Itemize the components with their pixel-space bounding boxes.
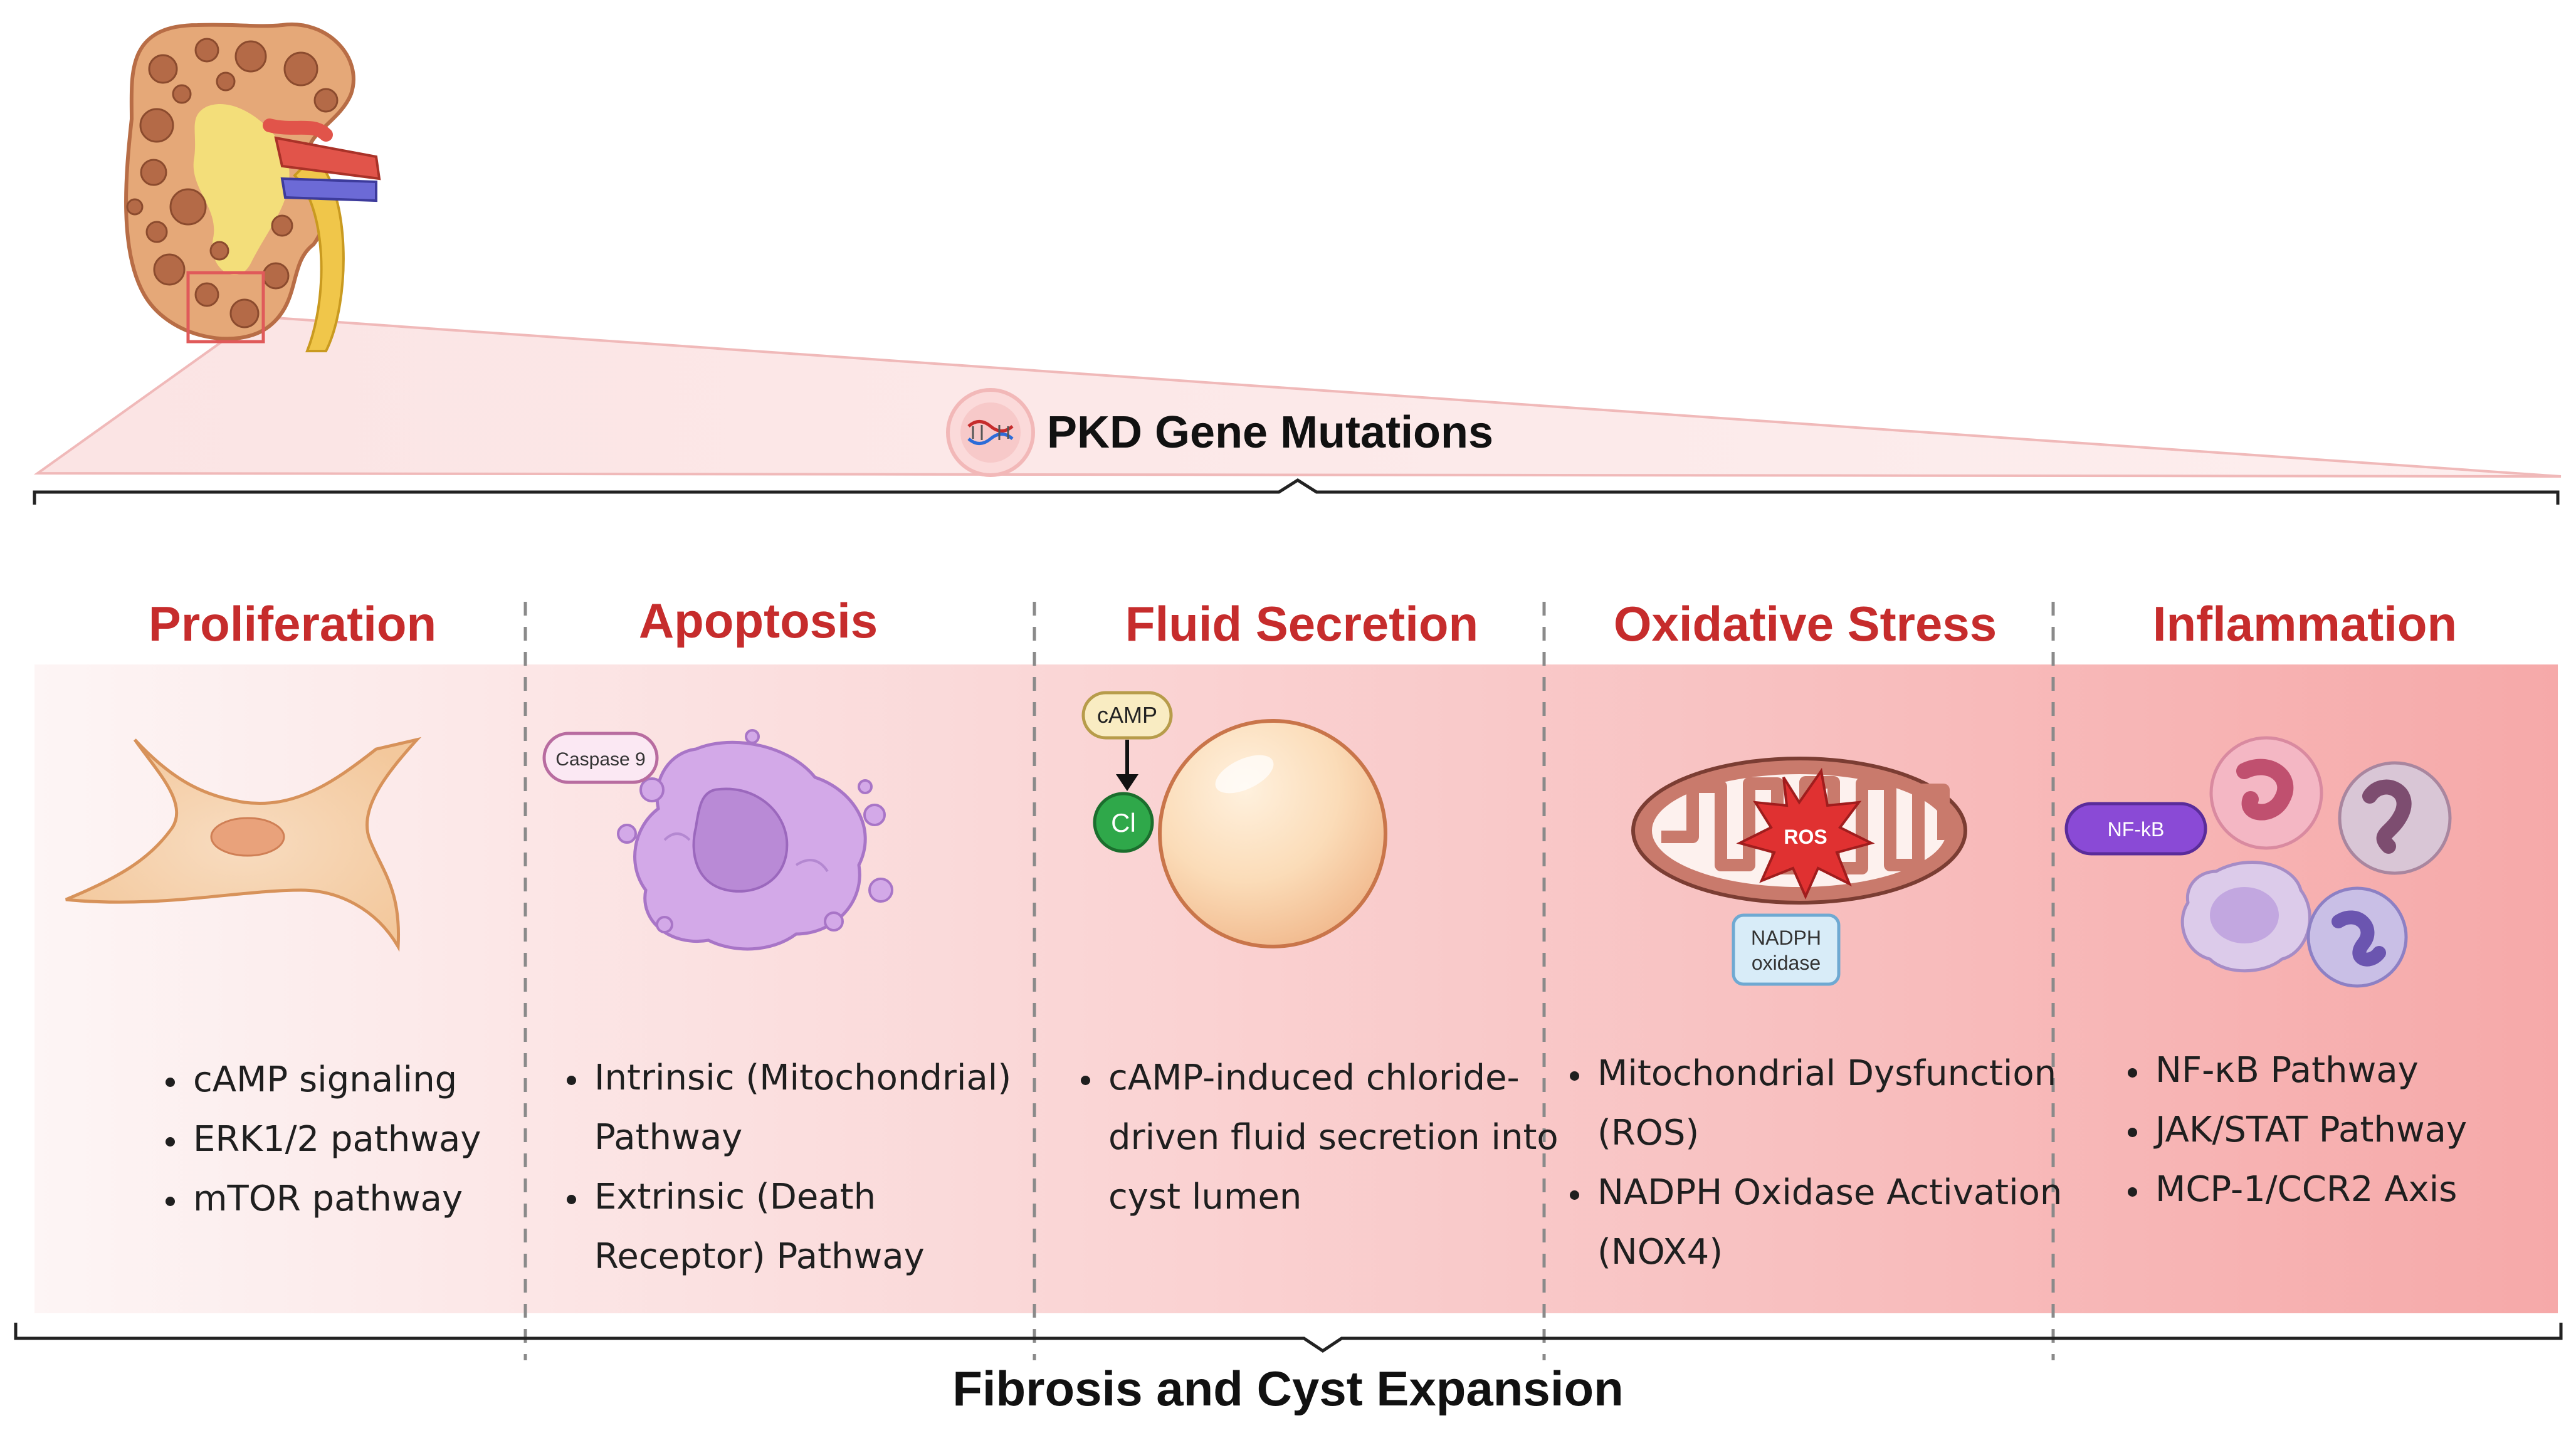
list-item: NF-κB Pathway (2150, 1041, 2576, 1100)
panel-title-apoptosis: Apoptosis (638, 593, 878, 648)
mitochondrion-icon: ROS (1631, 757, 1967, 905)
list-item: NADPH Oxidase Activation (NOX4) (1592, 1163, 2100, 1282)
list-item: Mitochondrial Dysfunction (ROS) (1592, 1044, 2100, 1163)
cyst-icon (1158, 719, 1387, 948)
oxidative-stress-list: Mitochondrial Dysfunction (ROS) NADPH Ox… (1555, 1044, 2100, 1282)
chloride-label: Cl (1111, 808, 1136, 837)
bottom-bracket (14, 1323, 2563, 1353)
top-bracket (33, 478, 2560, 505)
list-item: Intrinsic (Mitochondrial) Pathway (589, 1048, 1053, 1167)
list-item: JAK/STAT Pathway (2150, 1100, 2576, 1160)
camp-badge: cAMP (1081, 691, 1173, 740)
nadph-label-line1: NADPH (1751, 926, 1821, 949)
chloride-icon: Cl (1093, 792, 1154, 853)
caspase-9-badge: Caspase 9 (542, 732, 659, 784)
footer-label: Fibrosis and Cyst Expansion (952, 1361, 1624, 1416)
camp-label: cAMP (1097, 702, 1157, 728)
list-item: Extrinsic (Death Receptor) Pathway (589, 1167, 1053, 1286)
proliferation-list: cAMP signaling ERK1/2 pathway mTOR pathw… (150, 1050, 539, 1229)
apoptosis-list: Intrinsic (Mitochondrial) Pathway Extrin… (552, 1048, 1053, 1286)
list-item: cAMP signaling (188, 1050, 539, 1110)
list-item: cAMP-induced chloride-driven fluid secre… (1103, 1048, 1561, 1227)
page-title: PKD Gene Mutations (1047, 407, 1494, 458)
kidney-icon (124, 22, 381, 352)
panel-title-proliferation: Proliferation (148, 596, 437, 651)
list-item: MCP-1/CCR2 Axis (2150, 1160, 2576, 1219)
nf-kb-badge: NF-kB (2064, 802, 2207, 856)
inflammation-list: NF-κB Pathway JAK/STAT Pathway MCP-1/CCR… (2113, 1041, 2576, 1219)
nadph-label-line2: oxidase (1752, 952, 1821, 974)
nf-kb-label: NF-kB (2108, 818, 2165, 841)
ros-label: ROS (1784, 826, 1827, 848)
panel-dividers (523, 602, 2055, 1360)
panel-title-fluid-secretion: Fluid Secretion (1125, 596, 1479, 651)
zoom-triangle (33, 315, 2562, 478)
caspase-9-label: Caspase 9 (555, 749, 645, 770)
panel-title-oxidative-stress: Oxidative Stress (1613, 596, 1997, 651)
arrow-icon (1116, 740, 1138, 791)
dna-icon (946, 388, 1035, 477)
nadph-oxidase-badge: NADPH oxidase (1732, 913, 1841, 986)
fluid-secretion-list: cAMP-induced chloride-driven fluid secre… (1066, 1048, 1561, 1227)
list-item: ERK1/2 pathway (188, 1110, 539, 1169)
list-item: mTOR pathway (188, 1169, 539, 1229)
immune-cells-icon (2180, 736, 2452, 988)
panel-title-inflammation: Inflammation (2152, 596, 2458, 651)
apoptotic-cell-icon (617, 729, 893, 951)
fibroblast-cell-icon (65, 737, 422, 952)
